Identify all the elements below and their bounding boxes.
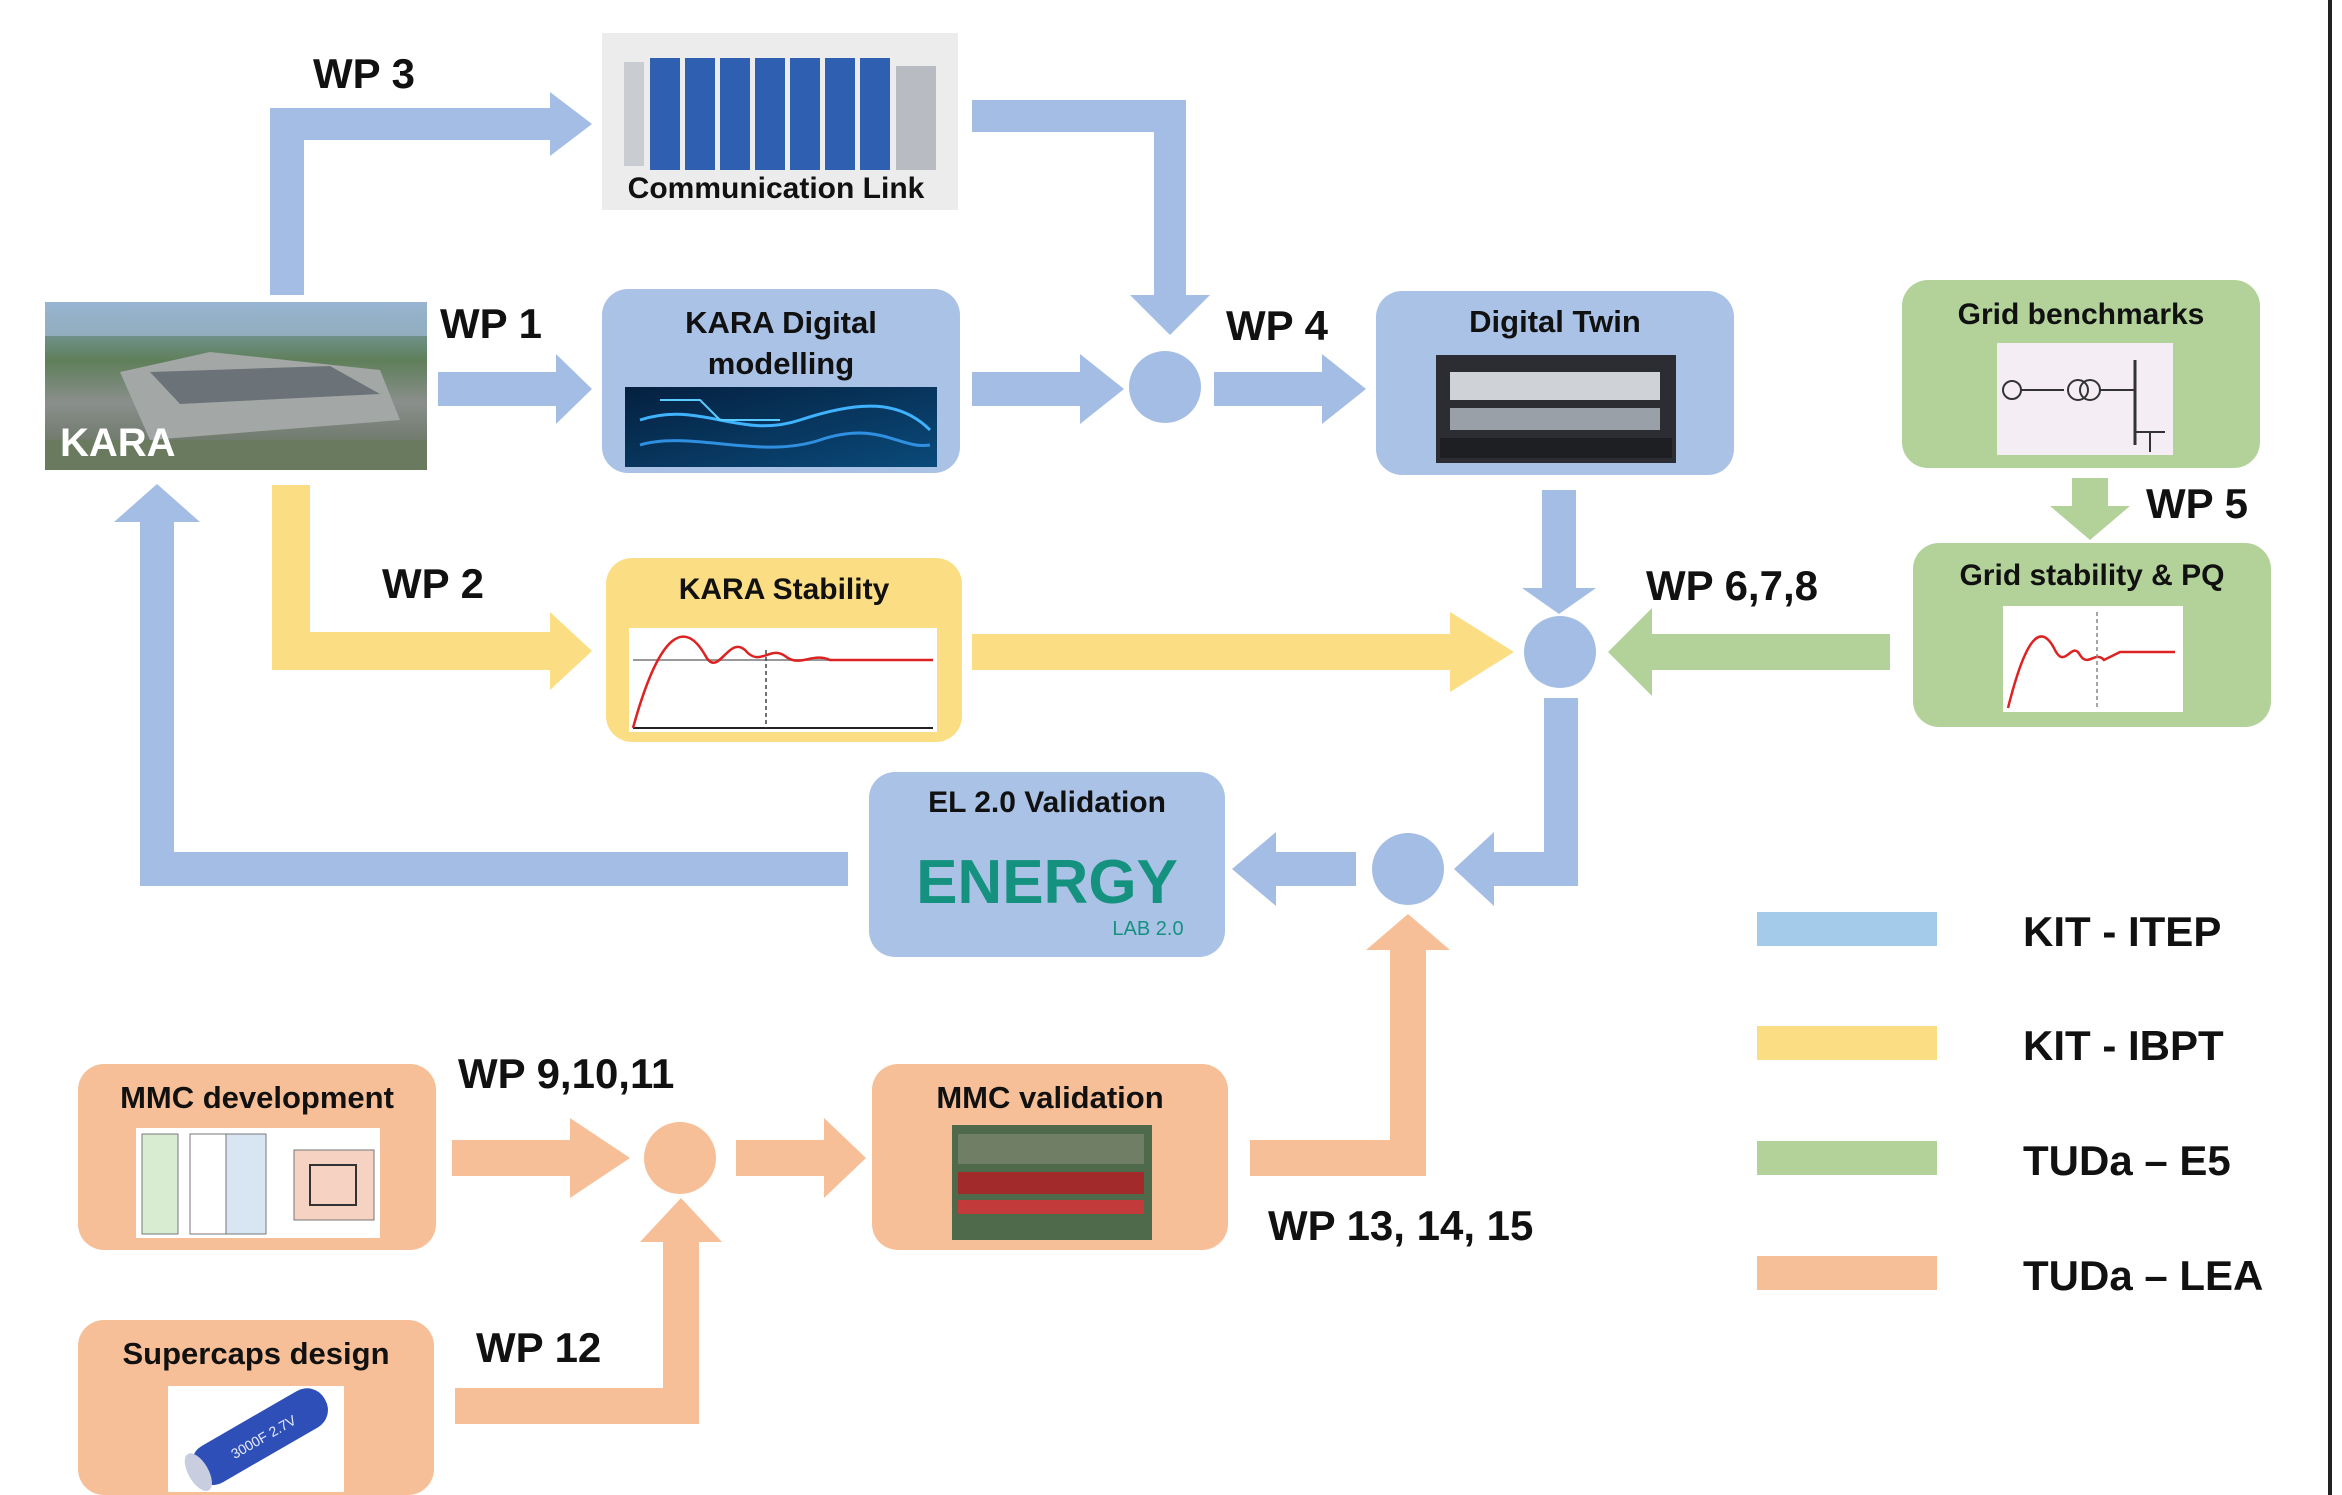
legend-swatch-itep	[1757, 912, 1937, 946]
energy-lab-logo: ENERGY	[916, 848, 1178, 917]
arrow-junction4-to-mmcval	[736, 1118, 866, 1198]
grid-bench-title: Grid benchmarks	[1958, 298, 2205, 331]
arrow-junction2-to-junction3	[1454, 698, 1578, 906]
junction-1	[1129, 351, 1201, 423]
wp-labels: WP 3 WP 1 WP 4 WP 5 WP 2 WP 6,7,8 WP 9,1…	[313, 50, 2248, 1371]
grid-stab-box: Grid stability & PQ	[1913, 543, 2271, 727]
wp3-label: WP 3	[313, 50, 415, 97]
el-validation-box: EL 2.0 Validation ENERGY LAB 2.0	[869, 772, 1225, 957]
junction-3	[1372, 833, 1444, 905]
arrow-wp2	[272, 485, 592, 690]
legend: KIT - ITEP KIT - IBPT TUDa – E5 TUDa – L…	[1757, 908, 2263, 1299]
kara-digital-title-line1: KARA Digital	[685, 305, 877, 340]
energy-lab-logo-sub: LAB 2.0	[1112, 918, 1183, 940]
stability-plot	[629, 628, 937, 732]
legend-label-e5: TUDa – E5	[2023, 1137, 2231, 1184]
wp12-label: WP 12	[476, 1324, 601, 1371]
grid-stab-title: Grid stability & PQ	[1959, 559, 2224, 592]
junction-2	[1524, 616, 1596, 688]
arrows	[114, 92, 2130, 1424]
digital-twin-box: Digital Twin	[1376, 291, 1734, 475]
arrow-wp1	[438, 354, 592, 424]
wp131415-label: WP 13, 14, 15	[1268, 1202, 1533, 1249]
legend-swatch-ibpt	[1757, 1026, 1937, 1060]
arrow-junction3-to-el	[1232, 832, 1356, 906]
wp2-label: WP 2	[382, 560, 484, 607]
kara-stab-box: KARA Stability	[606, 558, 962, 742]
mmc-val-title: MMC validation	[936, 1080, 1163, 1115]
arrow-comm-to-junction	[972, 100, 1210, 335]
wp678-label: WP 6,7,8	[1646, 562, 1818, 609]
wp91011-label: WP 9,10,11	[458, 1050, 674, 1097]
arrow-wp5	[2050, 478, 2130, 540]
legend-label-ibpt: KIT - IBPT	[2023, 1022, 2224, 1069]
kara-label: KARA	[60, 421, 176, 465]
wp4-label: WP 4	[1226, 302, 1329, 349]
grid-bench-box: Grid benchmarks	[1902, 280, 2260, 468]
el-validation-title: EL 2.0 Validation	[928, 786, 1166, 819]
supercaps-box: Supercaps design 3000F 2.7V	[78, 1320, 434, 1495]
comm-link-title: Communication Link	[628, 172, 925, 205]
arrow-twin-to-junction	[1522, 490, 1596, 614]
kara-photo: KARA	[45, 302, 427, 470]
supercaps-title: Supercaps design	[122, 1336, 389, 1371]
legend-label-itep: KIT - ITEP	[2023, 908, 2221, 955]
comm-link-box: Communication Link	[602, 33, 958, 210]
arrow-wp131415	[1250, 914, 1450, 1176]
kara-digital-box: KARA Digital modelling	[602, 289, 960, 473]
digital-twin-title: Digital Twin	[1469, 304, 1641, 339]
mmc-dev-box: MMC development	[78, 1064, 436, 1250]
arrow-wp678	[1608, 608, 1890, 696]
arrow-stability-to-junction	[972, 612, 1514, 692]
legend-label-lea: TUDa – LEA	[2023, 1252, 2263, 1299]
arrow-digital-to-junction	[972, 354, 1124, 424]
wp1-label: WP 1	[440, 300, 542, 347]
mmc-val-box: MMC validation	[872, 1064, 1228, 1250]
arrow-el-to-kara	[114, 484, 848, 886]
arrow-wp12	[455, 1198, 722, 1424]
kara-stab-title: KARA Stability	[679, 573, 890, 606]
arrow-wp3	[270, 92, 592, 295]
arrow-wp4	[1214, 354, 1366, 424]
mmc-dev-title: MMC development	[120, 1080, 394, 1115]
junction-4	[644, 1122, 716, 1194]
kara-digital-title-line2: modelling	[708, 346, 854, 381]
legend-swatch-lea	[1757, 1256, 1937, 1290]
wp5-label: WP 5	[2146, 480, 2248, 527]
legend-swatch-e5	[1757, 1141, 1937, 1175]
arrow-wp91011	[452, 1118, 630, 1198]
